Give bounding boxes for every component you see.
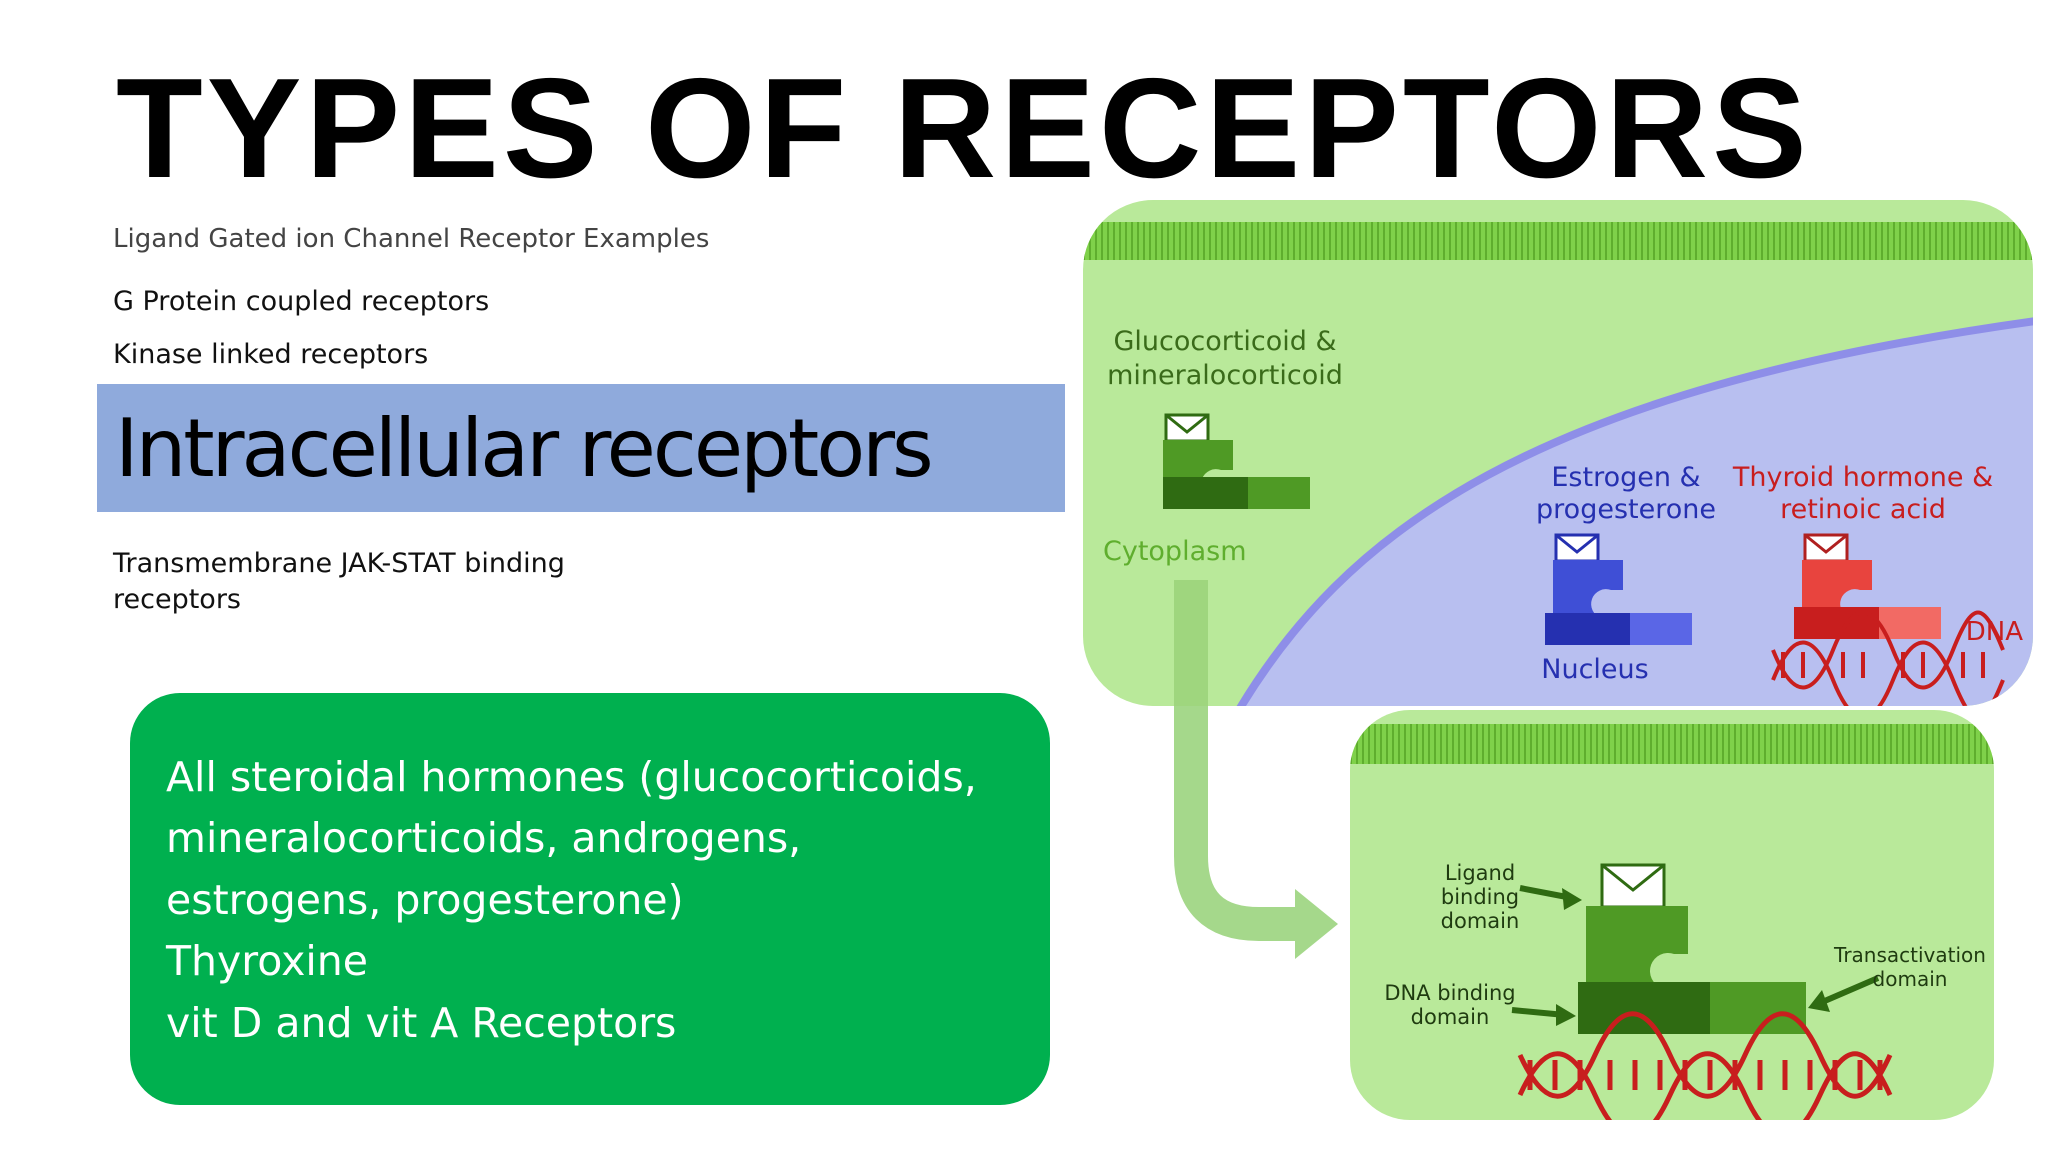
receptor-domains-icon [1578, 863, 1806, 1034]
dna-binding-domain-label: domain [1411, 1005, 1490, 1029]
thyroid-label: retinoic acid [1780, 494, 1946, 525]
receptor-type-g-protein: G Protein coupled receptors [113, 286, 490, 317]
ligand-domain-label: Ligand [1445, 861, 1515, 885]
receptor-type-kinase-linked: Kinase linked receptors [113, 339, 429, 370]
glucocorticoid-label: Glucocorticoid & [1113, 326, 1336, 357]
receptor-domain-diagram: Ligand binding domain DNA binding domain… [1350, 710, 1994, 1120]
examples-box: All steroidal hormones (glucocorticoids,… [130, 693, 1050, 1105]
dna-label: DNA [1966, 617, 2023, 647]
highlighted-receptor-type: Intracellular receptors [97, 384, 1065, 512]
pathway-arrow [1174, 706, 1338, 959]
receptor-type-ligand-gated: Ligand Gated ion Channel Receptor Exampl… [113, 224, 710, 254]
cell-membrane [1350, 724, 1994, 764]
intracellular-receptors-label: Intracellular receptors [115, 402, 934, 495]
examples-line: All steroidal hormones (glucocorticoids, [166, 753, 977, 801]
transactivation-pointer-arrow [1818, 975, 1880, 1006]
transactivation-domain-label: domain [1873, 967, 1948, 991]
thyroid-label: Thyroid hormone & [1732, 462, 1993, 493]
dna-binding-domain-label: DNA binding [1384, 981, 1515, 1005]
receptor-location-diagram: Glucocorticoid & mineralocorticoid Cytop… [1083, 200, 2033, 706]
examples-line: vit D and vit A Receptors [166, 999, 677, 1047]
blue-receptor-icon [1545, 533, 1692, 645]
cytoplasm-label: Cytoplasm [1103, 536, 1247, 567]
nucleus-label: Nucleus [1541, 654, 1648, 685]
estrogen-label: progesterone [1536, 494, 1716, 525]
transactivation-domain-label: Transactivation [1833, 943, 1986, 967]
dna-helix-icon [1517, 1011, 1893, 1120]
red-receptor-icon [1794, 533, 1941, 639]
examples-line: mineralocorticoids, androgens, [166, 814, 802, 862]
receptor-type-jak-stat: Transmembrane JAK-STAT binding receptors [113, 548, 565, 615]
ligand-domain-label: binding [1441, 885, 1519, 909]
ligand-domain-label: domain [1441, 909, 1520, 933]
glucocorticoid-label: mineralocorticoid [1107, 360, 1343, 391]
examples-line: estrogens, progesterone) [166, 876, 684, 924]
cell-membrane [1083, 222, 2033, 260]
slide-title: TYPES OF RECEPTORS [116, 49, 1811, 208]
green-receptor-icon [1163, 413, 1310, 509]
estrogen-label: Estrogen & [1551, 462, 1700, 493]
dna-helix-icon [1771, 610, 2005, 706]
examples-line: Thyroxine [166, 937, 368, 985]
